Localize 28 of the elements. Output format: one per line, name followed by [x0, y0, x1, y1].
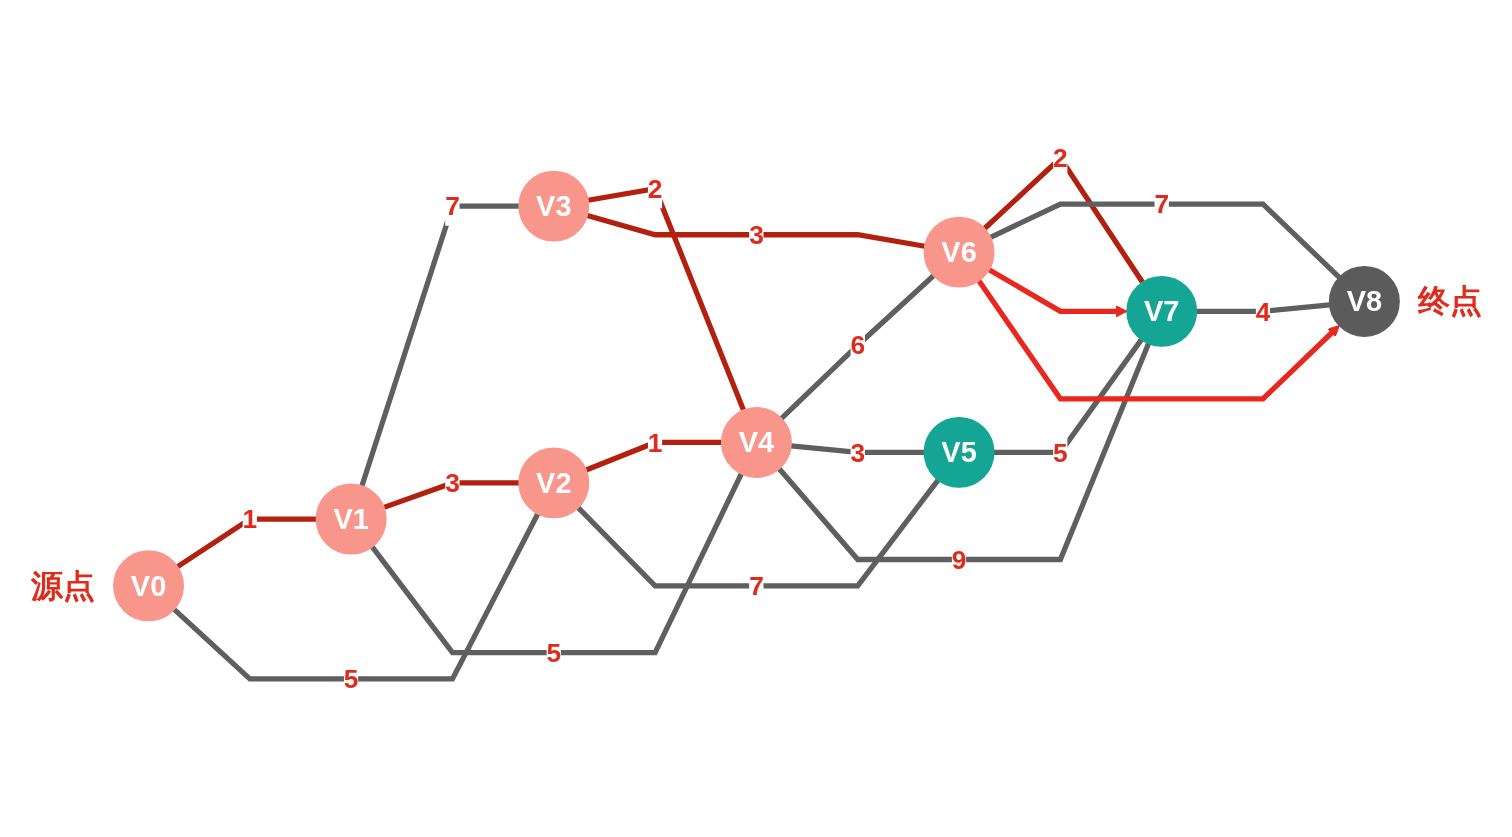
- vertex-circle: V6: [923, 216, 995, 288]
- vertex-caption: 终点: [1417, 283, 1482, 320]
- edge-line: [585, 439, 722, 473]
- vertex-caption: 源点: [31, 567, 96, 604]
- vertex-circle: V1: [315, 483, 387, 555]
- edge-line: [1196, 302, 1330, 314]
- vertex-circle: V7: [1126, 275, 1198, 347]
- edge-line: [586, 213, 926, 249]
- edge-line: [989, 201, 1342, 280]
- edge-line: [370, 472, 744, 656]
- edge-line: [777, 342, 1151, 563]
- vertex-circle: V8: [1328, 266, 1400, 337]
- vertex-circle: V3: [518, 170, 590, 242]
- edge-line: [176, 516, 317, 569]
- edge-line: [576, 478, 941, 589]
- edge-line: [587, 185, 746, 412]
- vertex-circle: V2: [518, 447, 590, 519]
- edge-line: [993, 338, 1144, 455]
- vertex-circle: V0: [113, 550, 184, 622]
- arrow: [976, 279, 1340, 402]
- vertex-circle: V5: [923, 416, 995, 488]
- edge-line: [779, 273, 936, 421]
- edge-line: [790, 443, 925, 455]
- edge-line: [359, 203, 519, 487]
- vertex-circle: V4: [721, 407, 792, 478]
- edge-line: [172, 512, 541, 682]
- edge-line: [383, 480, 519, 510]
- arrow: [987, 267, 1128, 318]
